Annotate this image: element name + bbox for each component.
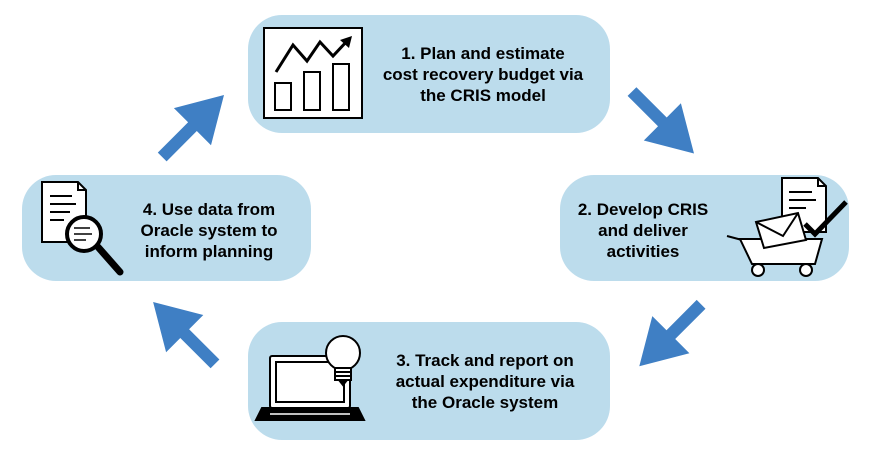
arrow-step2-to-step3 (639, 299, 706, 367)
bar-chart-trend-icon (263, 27, 363, 119)
document-magnifier-icon (41, 181, 124, 276)
arrow-step4-to-step1 (157, 95, 224, 162)
arrow-step3-to-step4 (153, 302, 220, 369)
laptop-lightbulb-icon (254, 335, 366, 421)
step-3-label: 3. Track and report on actual expenditur… (395, 351, 575, 412)
arrow-step1-to-step2 (627, 87, 694, 154)
step-1-label: 1. Plan and estimate cost recovery budge… (382, 44, 584, 105)
step-4-label: 4. Use data from Oracle system to inform… (140, 200, 278, 261)
step-2-label: 2. Develop CRIS and deliver activities (577, 200, 709, 261)
shopping-cart-document-icon (726, 177, 848, 277)
arrows (153, 87, 706, 369)
